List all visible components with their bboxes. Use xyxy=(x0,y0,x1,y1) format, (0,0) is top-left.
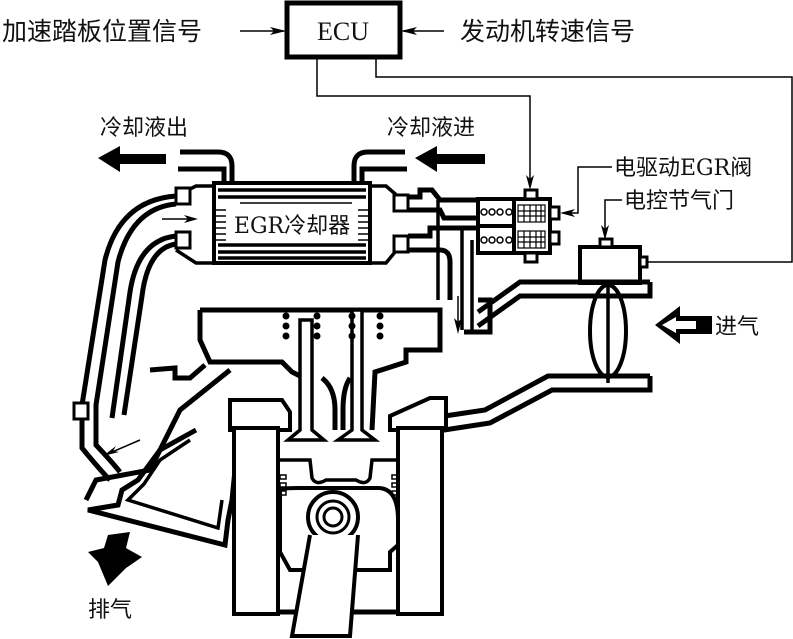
ecu-box xyxy=(284,0,403,60)
ecu-wiring xyxy=(316,58,793,263)
exhaust-manifold xyxy=(87,427,241,549)
arrow-head-icon xyxy=(526,175,534,190)
coolant-out-label: 冷却液出 xyxy=(100,116,188,141)
ecu-to-egr-valve-wire xyxy=(316,58,531,186)
exhaust-arrow-icon xyxy=(88,532,142,586)
intake-label: 进气 xyxy=(715,315,759,340)
electronic-throttle xyxy=(578,237,649,383)
egr-flow-arrow-icon xyxy=(184,215,198,223)
piston xyxy=(278,458,400,638)
exhaust-egr-flow-arrow-icon xyxy=(103,446,119,456)
egr-valve-label: 电驱动EGR阀 xyxy=(614,156,752,181)
exhaust-valve xyxy=(332,308,381,442)
egr-cooler: EGR冷却器 xyxy=(162,149,410,265)
leader-arrow-icon xyxy=(601,225,609,240)
egr-cooler-label: EGR冷却器 xyxy=(234,214,350,239)
engine-speed-signal-label: 发动机转速信号 xyxy=(460,17,635,46)
cylinder-head xyxy=(83,307,448,502)
coolant-in-label: 冷却液进 xyxy=(387,116,475,141)
intake-valve xyxy=(283,318,329,442)
throttle-leader-line xyxy=(604,199,622,236)
cylinder-block xyxy=(232,426,444,616)
exhaust-label: 排气 xyxy=(88,598,132,623)
leader-arrow-icon xyxy=(560,209,575,217)
connecting-rod xyxy=(289,534,360,638)
accelerator-signal-arrow xyxy=(240,27,286,35)
ecu-to-throttle-wire xyxy=(375,58,793,263)
coolant-in-arrow-icon xyxy=(415,146,485,172)
engine-speed-signal-arrow xyxy=(401,27,444,35)
egr-pipe-exhaust-side xyxy=(72,193,177,482)
intake-manifold xyxy=(417,279,653,437)
ecu-label: ECU xyxy=(317,17,369,46)
throttle-label: 电控节气门 xyxy=(624,189,734,214)
ecu-block: ECU xyxy=(284,0,403,60)
accelerator-signal-label: 加速踏板位置信号 xyxy=(2,17,202,46)
coolant-out-arrow-icon xyxy=(98,146,166,172)
egr-pipe-valve-side xyxy=(408,187,478,334)
egr-valve xyxy=(476,188,561,264)
egr-to-intake-arrow-icon xyxy=(454,318,462,334)
